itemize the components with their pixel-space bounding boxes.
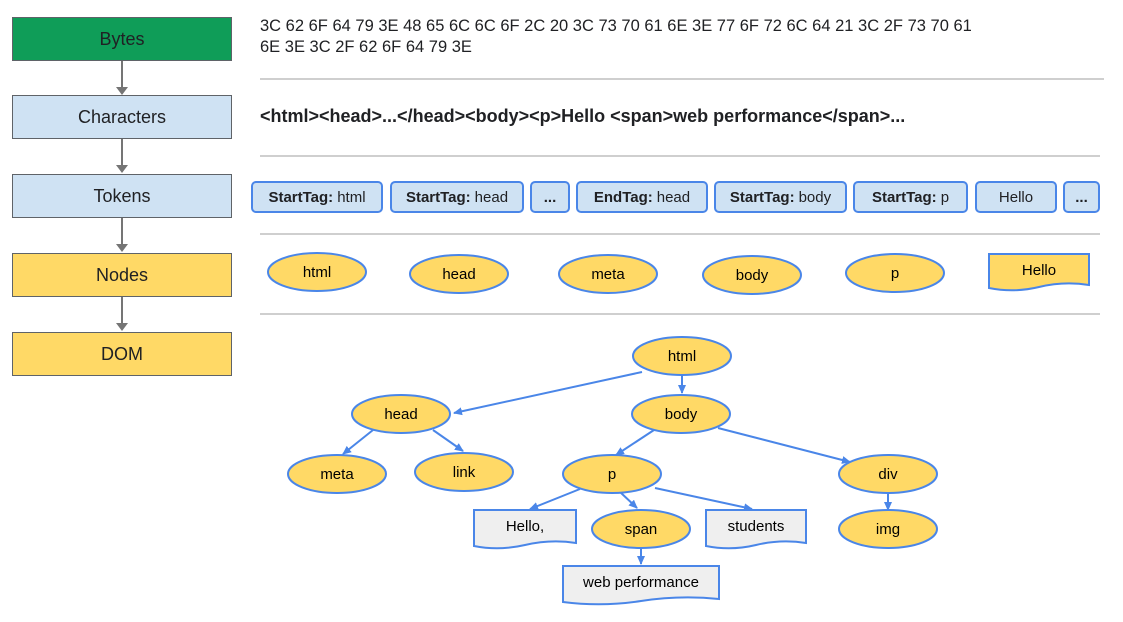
token-value: ...: [1075, 188, 1088, 206]
node-p: p: [845, 253, 945, 293]
node-label: html: [303, 264, 331, 281]
stage-dom-label: DOM: [101, 343, 143, 364]
token-value: body: [798, 188, 832, 206]
bytes-line-1: 3C 62 6F 64 79 3E 48 65 6C 6C 6F 2C 20 3…: [260, 17, 972, 35]
token-kind: StartTag:: [729, 188, 795, 206]
token-ellipsis: ...: [530, 181, 570, 213]
dom-node-span: span: [591, 509, 691, 549]
token-kind: StartTag:: [871, 188, 937, 206]
dom-node-img: img: [838, 509, 938, 549]
dom-node-label: img: [876, 521, 900, 538]
dom-node-link: link: [414, 452, 514, 492]
dom-text-web-performance: web performance: [562, 565, 720, 606]
node-text-hello: Hello: [988, 253, 1090, 292]
edge-body-p: [615, 429, 655, 456]
edge-p-span: [619, 491, 638, 509]
dom-node-meta: meta: [287, 454, 387, 494]
bytes-text: 3C 62 6F 64 79 3E 48 65 6C 6C 6F 2C 20 3…: [260, 16, 1060, 58]
stage-characters: Characters: [12, 95, 232, 139]
token-ellipsis: ...: [1063, 181, 1100, 213]
token-kind: StartTag:: [268, 188, 334, 206]
dom-node-label: span: [625, 521, 658, 538]
separator: [260, 155, 1100, 157]
dom-node-label: div: [878, 466, 898, 483]
dom-text-label: students: [728, 518, 785, 535]
token: EndTag:head: [576, 181, 708, 213]
edge-p-students: [654, 487, 753, 512]
token-kind: StartTag:: [405, 188, 471, 206]
stage-arrow: [116, 61, 128, 95]
stage-arrow: [116, 139, 128, 173]
dom-node-label: p: [608, 466, 616, 483]
dom-node-html: html: [632, 336, 732, 376]
token: StartTag:head: [390, 181, 524, 213]
separator: [260, 78, 1104, 80]
stage-nodes-label: Nodes: [95, 264, 149, 285]
token: StartTag:body: [714, 181, 847, 213]
bytes-line-2: 6E 3E 3C 2F 62 6F 64 79 3E: [260, 38, 472, 56]
dom-edges: [342, 371, 892, 565]
node-head: head: [409, 254, 509, 294]
edge-head-meta: [342, 429, 374, 455]
token-kind: EndTag:: [593, 188, 653, 206]
dom-text-hello: Hello,: [473, 509, 577, 550]
node-meta: meta: [558, 254, 658, 294]
stage-bytes-label: Bytes: [99, 28, 145, 49]
edge-p-hello: [529, 488, 581, 510]
token-value: Hello: [998, 188, 1034, 206]
dom-text-label: Hello,: [506, 518, 544, 535]
token: Hello: [975, 181, 1057, 213]
dom-node-body: body: [631, 394, 731, 434]
token-value: html: [337, 188, 366, 206]
dom-node-label: html: [668, 348, 696, 365]
token-value: ...: [543, 188, 557, 206]
node-body: body: [702, 255, 802, 295]
node-label: head: [442, 266, 475, 283]
characters-text: <html><head>...</head><body><p>Hello <sp…: [260, 106, 906, 126]
token-value: p: [940, 188, 950, 206]
stage-arrow: [116, 297, 128, 331]
dom-node-head: head: [351, 394, 451, 434]
stage-nodes: Nodes: [12, 253, 232, 297]
dom-node-label: meta: [320, 466, 354, 483]
node-label: Hello: [1022, 262, 1056, 279]
node-html: html: [267, 252, 367, 292]
node-label: body: [736, 267, 769, 284]
dom-node-label: body: [665, 406, 698, 423]
dom-node-div: div: [838, 454, 938, 494]
stage-characters-label: Characters: [77, 106, 167, 127]
separator: [260, 233, 1100, 235]
token-value: head: [656, 188, 691, 206]
dom-node-label: link: [453, 464, 476, 481]
stage-dom: DOM: [12, 332, 232, 376]
edge-html-head: [453, 371, 643, 416]
dom-text-students: students: [705, 509, 807, 550]
node-label: meta: [591, 266, 625, 283]
stage-bytes: Bytes: [12, 17, 232, 61]
dom-node-label: head: [384, 406, 417, 423]
dom-node-p: p: [562, 454, 662, 494]
stage-tokens: Tokens: [12, 174, 232, 218]
token: StartTag:p: [853, 181, 968, 213]
edge-head-link: [432, 429, 464, 452]
token-value: head: [474, 188, 509, 206]
node-label: p: [891, 265, 899, 282]
stage-tokens-label: Tokens: [93, 185, 151, 206]
edge-body-div: [717, 427, 851, 464]
dom-text-label: web performance: [582, 574, 699, 591]
stage-arrow: [116, 218, 128, 252]
token: StartTag:html: [251, 181, 383, 213]
